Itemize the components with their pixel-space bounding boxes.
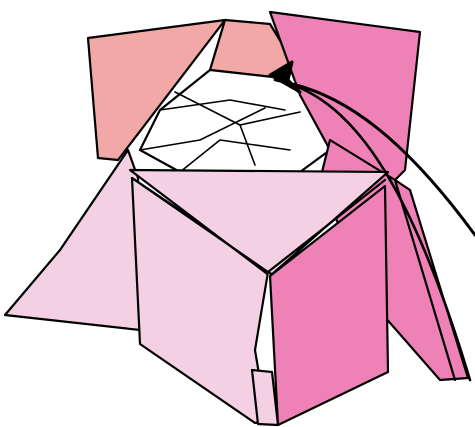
left-outer-wing xyxy=(5,150,140,330)
